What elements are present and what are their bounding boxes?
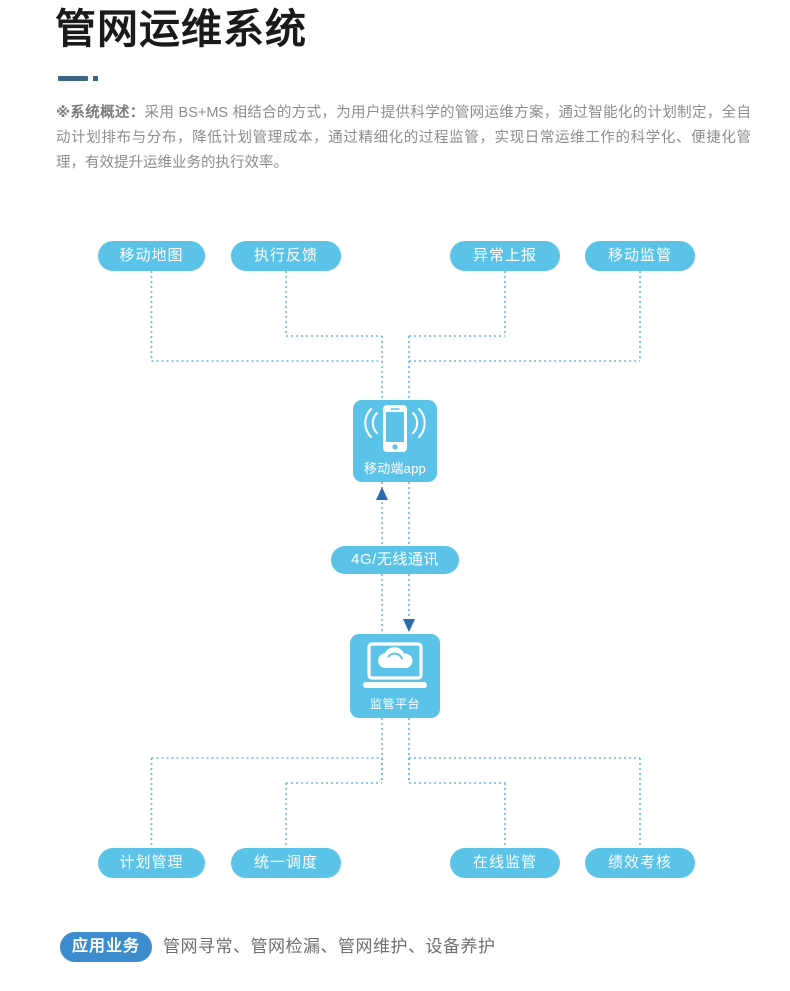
node-mobile-map[interactable]: 移动地图: [98, 241, 205, 271]
node-mobile-app[interactable]: 移动端app: [353, 400, 437, 482]
downlink-arrow-icon: [403, 619, 415, 632]
node-unified-dispatch[interactable]: 统一调度: [231, 848, 341, 878]
node-mobile-app-label: 移动端app: [364, 461, 426, 476]
application-business-list: 管网寻常、管网检漏、管网维护、设备养护: [163, 937, 496, 956]
node-mobile-supervision[interactable]: 移动监管: [585, 241, 695, 271]
link-label-4g[interactable]: 4G/无线通讯: [331, 546, 459, 574]
page-title: 管网运维系统: [55, 6, 307, 52]
node-supervision-platform[interactable]: 监管平台: [350, 634, 440, 718]
node-performance-review[interactable]: 绩效考核: [585, 848, 695, 878]
laptop-cloud-icon: [363, 642, 427, 688]
node-supervision-platform-label: 监管平台: [369, 697, 420, 711]
system-overview-text: ※系统概述：采用 BS+MS 相结合的方式，为用户提供科学的管网运维方案，通过智…: [56, 105, 751, 171]
uplink-arrow-icon: [376, 487, 388, 500]
title-divider: [58, 72, 104, 86]
smartphone-signal-icon: [364, 405, 426, 452]
application-business-badge: 应用业务: [60, 932, 152, 962]
node-execution-feedback[interactable]: 执行反馈: [231, 241, 341, 271]
node-plan-management[interactable]: 计划管理: [98, 848, 205, 878]
divider-dot: [93, 76, 98, 81]
divider-bar: [58, 76, 88, 81]
node-online-supervision[interactable]: 在线监管: [450, 848, 560, 878]
node-exception-report[interactable]: 异常上报: [450, 241, 560, 271]
